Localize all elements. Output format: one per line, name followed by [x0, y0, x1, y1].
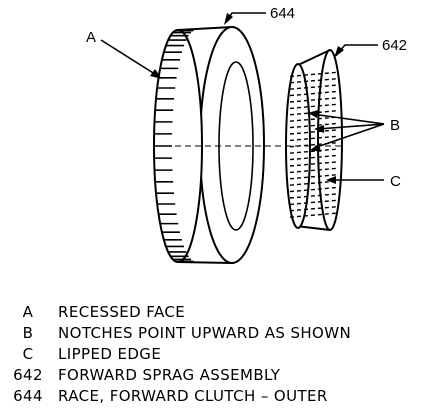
legend-key: A	[22, 303, 34, 321]
sprag-element	[289, 167, 337, 174]
leader-lines	[100, 12, 385, 181]
legend-desc: FORWARD SPRAG ASSEMBLY	[58, 366, 281, 384]
legend-desc: RACE, FORWARD CLUTCH – OUTER	[58, 387, 328, 405]
outer-race-644	[153, 26, 265, 264]
leader-arrowheads	[150, 13, 344, 184]
sprag-element	[289, 116, 337, 122]
callout-a: A	[86, 29, 96, 46]
sprag-element	[289, 90, 337, 97]
sprag-element	[289, 199, 337, 206]
sprag-element	[289, 148, 337, 154]
legend-key: B	[22, 324, 34, 342]
sprag-element	[289, 71, 337, 78]
sprag-element	[289, 97, 337, 103]
sprag-assembly-642	[285, 49, 343, 231]
sprag-element	[289, 180, 337, 186]
legend-key: C	[22, 345, 34, 363]
sprag-element	[289, 212, 337, 218]
sprag-element	[289, 154, 337, 161]
callout-c: C	[390, 173, 401, 190]
sprag-element	[289, 161, 337, 167]
legend-key: 644	[13, 387, 43, 405]
legend-key: 642	[13, 366, 43, 384]
sprag-element	[289, 103, 337, 110]
sprag-element	[289, 84, 337, 90]
sprag-element	[289, 78, 337, 84]
callout-b: B	[390, 117, 400, 134]
callout-642: 642	[382, 37, 407, 54]
legend-desc: RECESSED FACE	[58, 303, 186, 321]
sprag-element	[289, 135, 337, 142]
sprag-element	[289, 122, 337, 129]
legend-desc: LIPPED EDGE	[58, 345, 162, 363]
sprag-element	[289, 193, 337, 199]
race-splines	[154, 29, 194, 263]
sprag-element	[289, 186, 337, 193]
sprag-element	[289, 174, 337, 180]
callout-644: 644	[270, 5, 295, 22]
sprag-element	[289, 206, 337, 212]
sprag-element	[289, 129, 337, 135]
exploded-view-diagram: 644 642 A B C	[86, 5, 407, 264]
legend-desc: NOTCHES POINT UPWARD AS SHOWN	[58, 324, 352, 342]
